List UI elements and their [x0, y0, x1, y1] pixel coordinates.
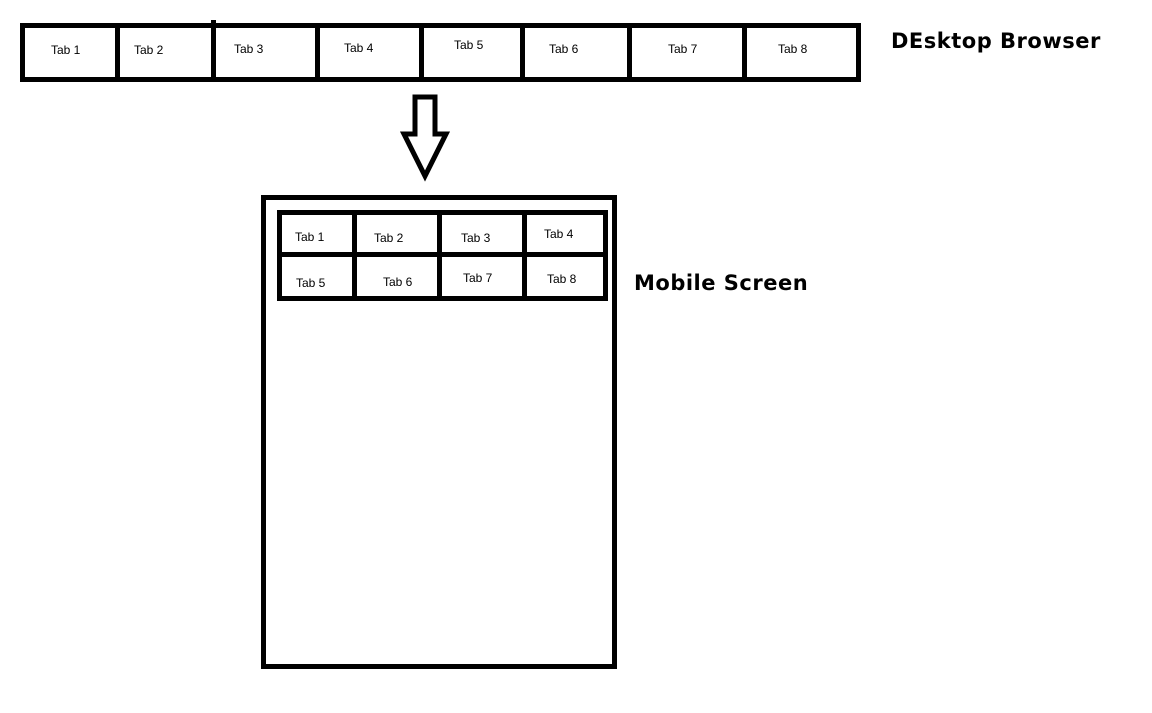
mobile-tab-6[interactable]: Tab 6: [383, 275, 413, 289]
tab-divider: [742, 23, 747, 82]
mobile-tab-7[interactable]: Tab 7: [463, 271, 493, 285]
desktop-tab-3[interactable]: Tab 3: [234, 42, 264, 56]
tab-divider: [522, 210, 527, 301]
mobile-tab-8[interactable]: Tab 8: [547, 272, 577, 286]
tab-divider: [419, 23, 424, 82]
mobile-screen-title: Mobile Screen: [634, 271, 809, 295]
tab-divider: [315, 23, 320, 82]
mobile-tab-2[interactable]: Tab 2: [374, 231, 404, 245]
mobile-tab-1[interactable]: Tab 1: [295, 230, 325, 244]
desktop-tab-5[interactable]: Tab 5: [454, 38, 484, 52]
tab-divider: [211, 20, 216, 82]
tab-divider: [520, 23, 525, 82]
desktop-tab-8[interactable]: Tab 8: [778, 42, 808, 56]
desktop-tab-6[interactable]: Tab 6: [549, 42, 579, 56]
mobile-tab-5[interactable]: Tab 5: [296, 276, 326, 290]
desktop-tab-2[interactable]: Tab 2: [134, 43, 164, 57]
desktop-tab-7[interactable]: Tab 7: [668, 42, 698, 56]
tab-divider: [627, 23, 632, 82]
tab-row-divider: [277, 252, 608, 257]
desktop-browser-title: DEsktop Browser: [891, 29, 1101, 53]
mobile-tab-4[interactable]: Tab 4: [544, 227, 574, 241]
desktop-tab-4[interactable]: Tab 4: [344, 41, 374, 55]
tab-divider: [115, 23, 120, 82]
desktop-tab-bar: [20, 23, 861, 82]
desktop-tab-1[interactable]: Tab 1: [51, 43, 81, 57]
tab-divider: [437, 210, 442, 301]
mobile-tab-3[interactable]: Tab 3: [461, 231, 491, 245]
tab-divider: [352, 210, 357, 301]
down-arrow-icon: [399, 94, 451, 182]
